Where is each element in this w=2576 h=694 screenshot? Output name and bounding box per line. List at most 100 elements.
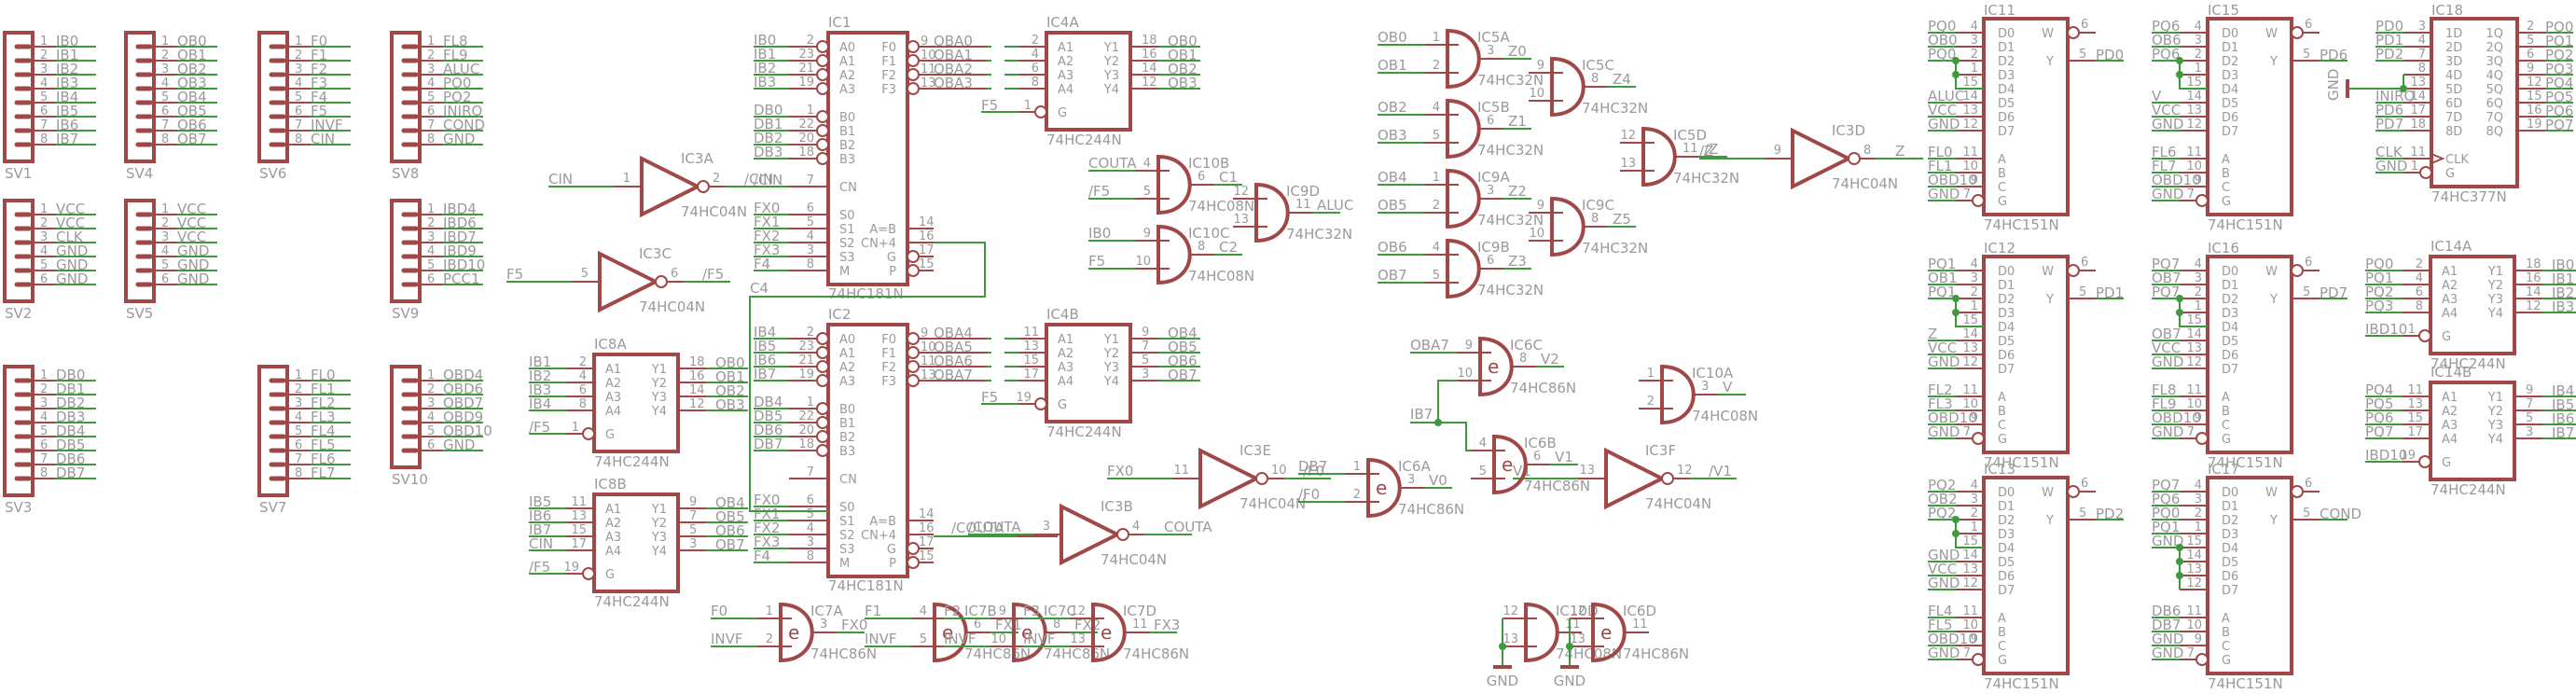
net-label: INVF — [944, 631, 976, 647]
pin-number: 9 — [2527, 62, 2534, 76]
inversion-bubble — [816, 152, 829, 165]
net-label: F1 — [865, 603, 881, 619]
pin-name: Y4 — [2487, 433, 2503, 447]
net-label: OB1 — [1928, 270, 1958, 286]
connector-body — [124, 31, 156, 163]
pin-number: 8 — [295, 466, 302, 480]
net-label: OBA3 — [934, 75, 973, 91]
pin-number: 6 — [2305, 18, 2312, 32]
net-label: GND — [177, 271, 209, 287]
pin-name: B — [2222, 167, 2230, 181]
pin-number: 17 — [919, 535, 935, 549]
pin-name: D7 — [2222, 363, 2238, 377]
pin-number: 2 — [2195, 507, 2202, 520]
net-label: FX0 — [841, 617, 867, 633]
pin-number: 13 — [2410, 76, 2426, 90]
pin-name: Y1 — [1103, 41, 1119, 55]
net-label: FL4 — [311, 423, 336, 439]
pin-number: 1 — [161, 35, 169, 49]
pin-name: D4 — [2222, 321, 2238, 335]
or-gate-symbol — [1254, 182, 1290, 243]
net-label: IB3 — [754, 74, 776, 90]
pin-number: 19 — [2527, 118, 2542, 132]
net-label: OBD10 — [2152, 172, 2201, 188]
inversion-bubble — [816, 444, 829, 457]
net-label: OB0 — [177, 33, 207, 49]
pin-name: Y1 — [2487, 391, 2503, 405]
pin-name: B2 — [839, 431, 855, 445]
pin-number: 15 — [919, 549, 935, 563]
net-label: OB3 — [177, 75, 207, 91]
net-label: FX1 — [754, 214, 780, 230]
net-label: ALUC — [1317, 197, 1353, 214]
part-number: 74HC86N — [1123, 645, 1189, 662]
or-gate-symbol — [1550, 56, 1586, 118]
pin-name: Y — [2269, 293, 2278, 307]
pin-number: 14 — [1962, 548, 1978, 562]
pin-name: Y4 — [1103, 375, 1119, 389]
pin-number: 2 — [713, 172, 720, 186]
xor-mark: e — [1488, 355, 1499, 378]
pin-name: D1 — [2222, 41, 2238, 55]
xor-gate-symbol — [1091, 602, 1127, 663]
pin-number: 1 — [2411, 160, 2418, 174]
pin-number: 3 — [40, 62, 48, 76]
pin-number: 11 — [2410, 146, 2426, 160]
net-label: OB2 — [1168, 61, 1198, 77]
pin-number: 1 — [1647, 367, 1655, 381]
ref-designator: SV7 — [259, 499, 286, 516]
net-label: GND — [2152, 631, 2183, 647]
pin-number: 15 — [919, 257, 935, 271]
pin-name: 6Q — [2486, 97, 2503, 111]
net-c4: C4 — [749, 242, 986, 512]
pin-name: C — [1998, 181, 2006, 195]
net-label: FX0 — [1107, 463, 1133, 479]
pin-name: Y2 — [651, 377, 667, 391]
pin-number: 3 — [689, 537, 697, 551]
or-gate-symbol — [1641, 126, 1677, 187]
net-label: PQ2 — [443, 89, 471, 105]
pin-name: A3 — [2442, 293, 2458, 307]
pin-name: G — [2222, 654, 2231, 668]
part-number: 74HC86N — [1510, 380, 1576, 396]
net-label: OB5 — [715, 508, 745, 525]
pin-name: S1 — [839, 223, 855, 237]
pin-number: 10 — [1529, 227, 1544, 241]
net-label: DB5 — [754, 408, 782, 424]
pin-name: W — [2042, 265, 2054, 279]
net-label: OB2 — [1378, 99, 1407, 116]
pin-name: D2 — [1998, 514, 2015, 528]
net-label: PD7 — [2375, 116, 2403, 132]
pin-name: A1 — [605, 503, 621, 517]
inversion-bubble — [1661, 472, 1674, 485]
pin-name: A — [2222, 612, 2230, 626]
net-label: FL2 — [311, 395, 336, 411]
net-label: F2 — [944, 603, 961, 619]
clock-triangle — [2431, 153, 2445, 164]
ref-designator: IC5B — [1477, 99, 1510, 116]
net-label: IB6 — [754, 352, 776, 368]
net-label: DB0 — [56, 367, 85, 383]
carry-wire — [749, 242, 986, 512]
net-label: FL6 — [2152, 144, 2177, 160]
net-label: OBD7 — [443, 395, 483, 411]
xor-mark: e — [788, 621, 799, 644]
junction-dot — [1566, 643, 1573, 650]
net-label: V — [1723, 379, 1733, 396]
net-label: FX3 — [1154, 617, 1180, 633]
net-label: FL1 — [311, 381, 336, 397]
pin-number: 5 — [1433, 129, 1440, 143]
ref-designator: IC14A — [2431, 238, 2472, 255]
ref-designator: IC5A — [1477, 29, 1510, 46]
pin-number: 12 — [1142, 76, 1157, 90]
pin-number: 4 — [1971, 20, 1978, 34]
pin-number: 4 — [2195, 479, 2202, 493]
ref-designator: IC9D — [1286, 183, 1320, 200]
net-label: FL8 — [2152, 382, 2177, 398]
pin-number: 12 — [2186, 355, 2202, 369]
